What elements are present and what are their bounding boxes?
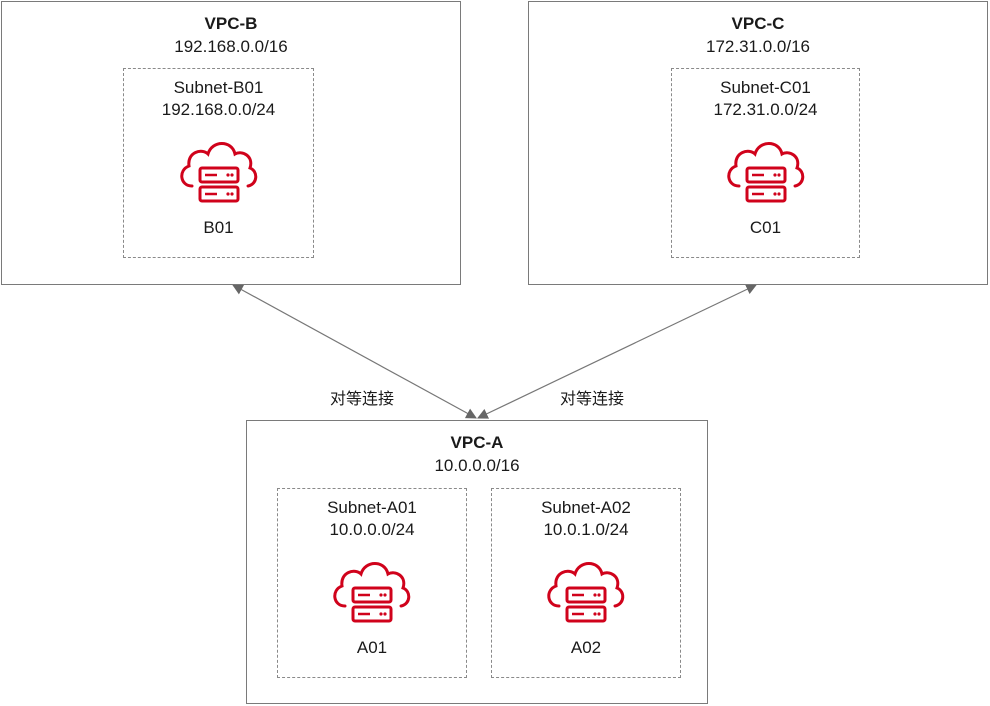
vpc-a-cidr: 10.0.0.0/16 xyxy=(434,456,520,475)
peering-label-a-b: 对等连接 xyxy=(330,391,395,408)
cloud-server-icon[interactable] xyxy=(327,558,417,634)
cloud-server-icon[interactable] xyxy=(721,138,811,214)
vpc-b-box[interactable]: VPC-B 192.168.0.0/16 Subnet-B01 192.168.… xyxy=(1,1,461,285)
subnet-b01-cidr: 192.168.0.0/24 xyxy=(161,100,276,119)
host-a01-label: A01 xyxy=(356,638,388,657)
peering-label-a-c: 对等连接 xyxy=(560,391,625,408)
vpc-a-title: VPC-A xyxy=(450,433,504,452)
subnet-a01-box[interactable]: Subnet-A01 10.0.0.0/24 A01 xyxy=(277,488,467,678)
vpc-c-title: VPC-C xyxy=(731,14,785,33)
host-c01-label: C01 xyxy=(749,218,782,237)
vpc-b-cidr: 192.168.0.0/16 xyxy=(174,37,288,56)
subnet-b01-name: Subnet-B01 xyxy=(173,78,264,97)
host-b01-label: B01 xyxy=(203,218,234,237)
peering-link-a-b xyxy=(232,284,477,419)
subnet-a02-name: Subnet-A02 xyxy=(541,498,631,517)
vpc-c-box[interactable]: VPC-C 172.31.0.0/16 Subnet-C01 172.31.0.… xyxy=(528,1,988,285)
subnet-c01-box[interactable]: Subnet-C01 172.31.0.0/24 C01 xyxy=(671,68,860,258)
subnet-c01-cidr: 172.31.0.0/24 xyxy=(713,100,818,119)
subnet-a01-cidr: 10.0.0.0/24 xyxy=(329,520,415,539)
peering-link-a-c xyxy=(477,284,757,419)
subnet-a02-box[interactable]: Subnet-A02 10.0.1.0/24 A02 xyxy=(491,488,681,678)
host-a02-label: A02 xyxy=(570,638,602,657)
subnet-a02-cidr: 10.0.1.0/24 xyxy=(543,520,629,539)
vpc-b-title: VPC-B xyxy=(204,14,258,33)
subnet-a01-name: Subnet-A01 xyxy=(327,498,417,517)
cloud-server-icon[interactable] xyxy=(541,558,631,634)
cloud-server-icon[interactable] xyxy=(174,138,264,214)
vpc-a-box[interactable]: VPC-A 10.0.0.0/16 Subnet-A01 10.0.0.0/24… xyxy=(246,420,708,704)
subnet-b01-box[interactable]: Subnet-B01 192.168.0.0/24 B01 xyxy=(123,68,314,258)
subnet-c01-name: Subnet-C01 xyxy=(720,78,811,97)
vpc-c-cidr: 172.31.0.0/16 xyxy=(706,37,810,56)
